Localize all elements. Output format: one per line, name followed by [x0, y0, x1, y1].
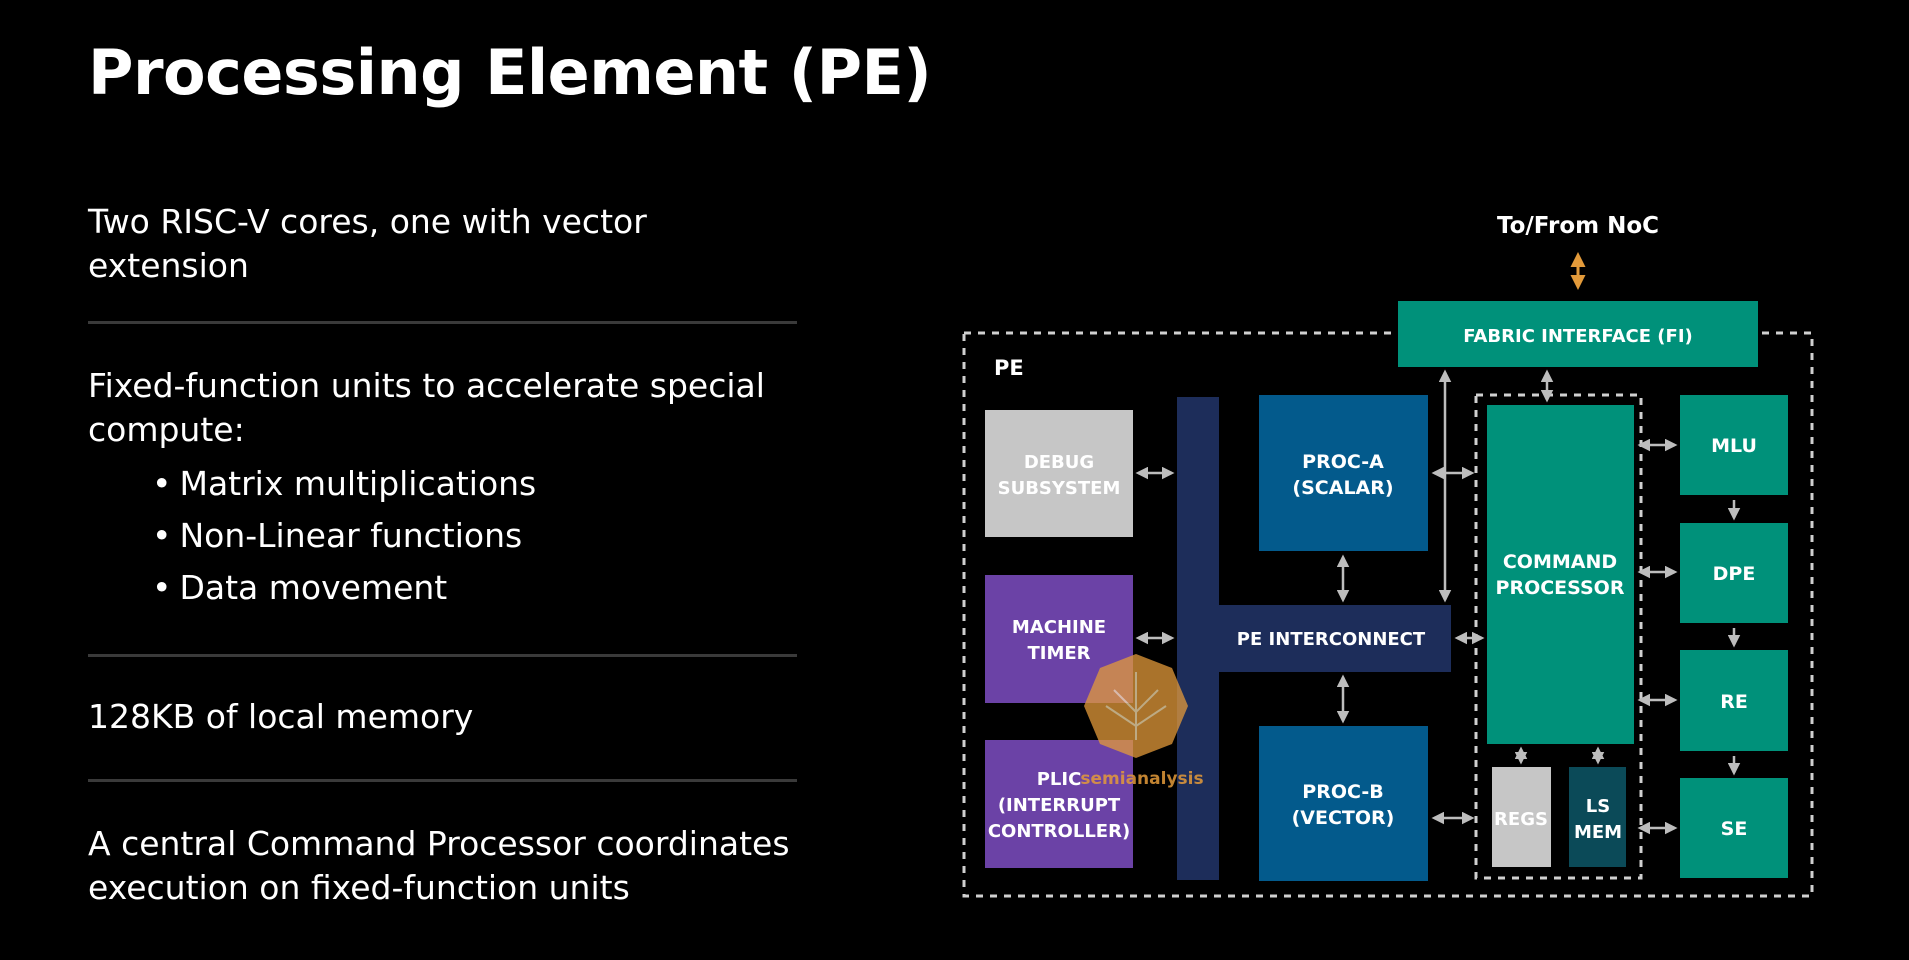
- memory-text: 128KB of local memory: [88, 697, 474, 736]
- debug-label-line2: SUBSYSTEM: [998, 478, 1121, 499]
- dpe-label: DPE: [1713, 563, 1756, 585]
- pe-boundary: [962, 331, 1814, 898]
- fabric-interface-block: [1398, 301, 1758, 367]
- list-item: Non-Linear functions: [152, 510, 808, 562]
- divider: [88, 654, 797, 657]
- noc-label: To/From NoC: [1497, 213, 1659, 239]
- fixed-function-list: Matrix multiplications Non-Linear functi…: [88, 458, 808, 614]
- cores-text: Two RISC-V cores, one with vector extens…: [88, 202, 647, 285]
- ls-mem-line2: MEM: [1574, 822, 1622, 843]
- plic-block: [985, 740, 1133, 868]
- re-label: RE: [1720, 691, 1748, 713]
- se-label: SE: [1721, 818, 1748, 840]
- dpe-block: [1680, 523, 1788, 623]
- list-item: Matrix multiplications: [152, 458, 808, 510]
- watermark-text: semianalysis: [1080, 769, 1203, 789]
- proc-a-block: [1259, 395, 1428, 551]
- proc-b-block: [1259, 726, 1428, 881]
- pe-label: PE: [994, 356, 1024, 380]
- machine-timer-line2: TIMER: [1027, 643, 1090, 664]
- machine-timer-line1: MACHINE: [1012, 617, 1106, 638]
- ls-mem-line1: LS: [1586, 796, 1610, 817]
- connection-arrows: [1135, 369, 1741, 835]
- plic-line2: (INTERRUPT: [998, 795, 1121, 816]
- mlu-label: MLU: [1711, 435, 1757, 457]
- command-processor-line1: COMMAND: [1503, 551, 1617, 573]
- mlu-block: [1680, 395, 1788, 495]
- list-item: Data movement: [152, 562, 808, 614]
- divider: [88, 779, 797, 782]
- proc-b-line2: (VECTOR): [1292, 807, 1395, 829]
- re-block: [1680, 650, 1788, 751]
- proc-a-line1: PROC-A: [1302, 451, 1384, 473]
- bullet-text-panel: Two RISC-V cores, one with vector extens…: [88, 200, 808, 910]
- fabric-interface-label: FABRIC INTERFACE (FI): [1463, 326, 1693, 347]
- pe-interconnect-label: PE INTERCONNECT: [1237, 629, 1426, 650]
- regs-block: [1492, 767, 1551, 867]
- command-processor-block: [1487, 405, 1634, 744]
- se-block: [1680, 778, 1788, 878]
- proc-a-line2: (SCALAR): [1292, 477, 1393, 499]
- plic-line3: CONTROLLER): [988, 821, 1130, 842]
- plic-line1: PLIC: [1037, 769, 1082, 790]
- fixed-function-intro: Fixed-function units to accelerate speci…: [88, 366, 765, 449]
- command-processor-line2: PROCESSOR: [1496, 577, 1625, 599]
- watermark-logo: [1084, 654, 1188, 758]
- proc-b-line1: PROC-B: [1302, 781, 1383, 803]
- divider: [88, 321, 797, 324]
- pe-interconnect-block: [1177, 605, 1451, 672]
- command-text: A central Command Processor coordinates …: [88, 824, 790, 907]
- ls-mem-block: [1569, 767, 1626, 867]
- page-title: Processing Element (PE): [88, 36, 932, 109]
- debug-label-line1: DEBUG: [1024, 452, 1094, 473]
- regs-label: REGS: [1494, 809, 1548, 830]
- debug-subsystem-block: [985, 410, 1133, 537]
